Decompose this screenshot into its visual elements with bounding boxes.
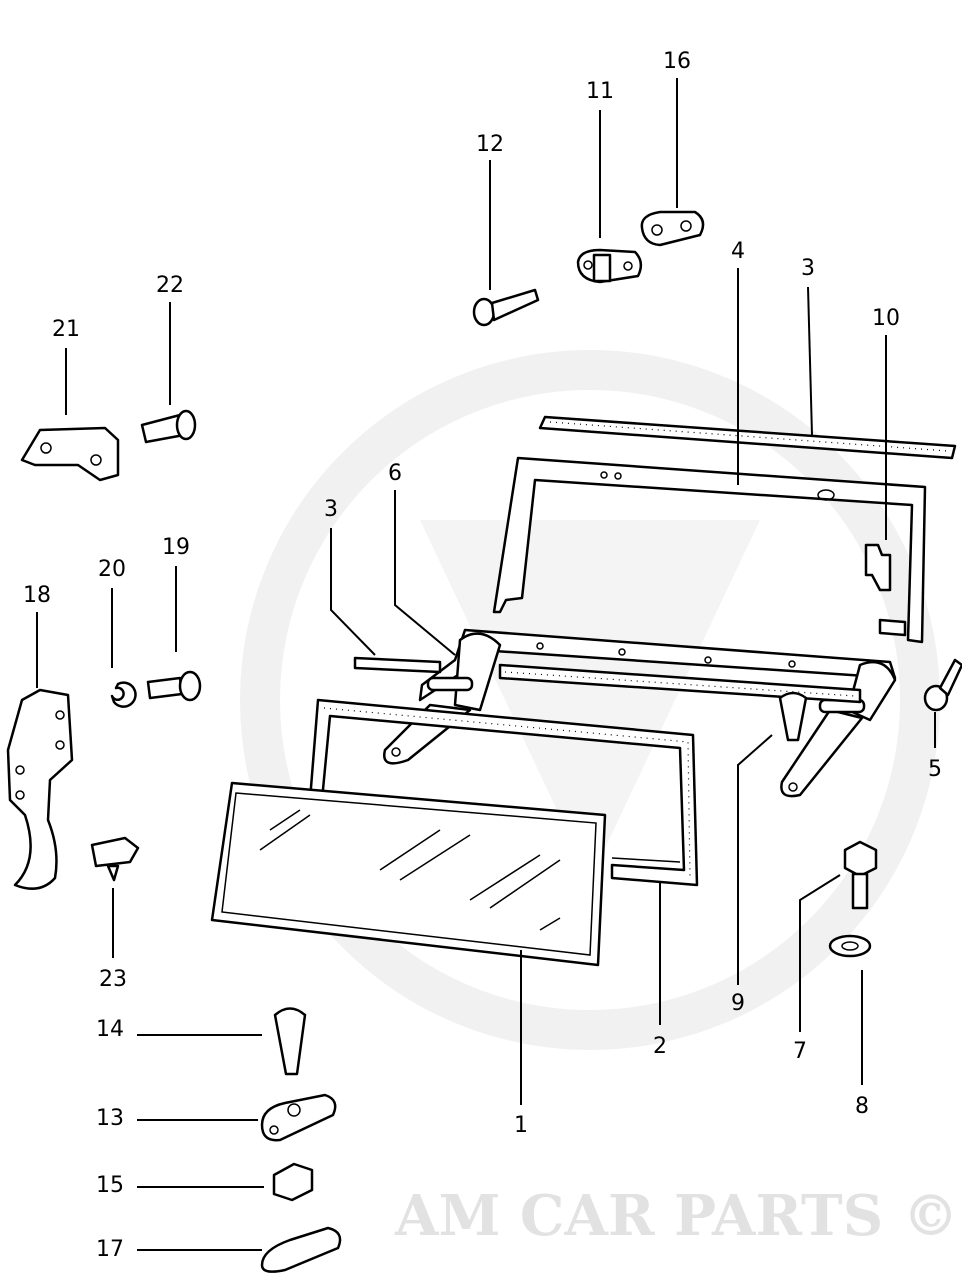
- callout-10: 10: [872, 306, 900, 331]
- callout-16: 16: [663, 49, 691, 74]
- callout-19: 19: [162, 535, 190, 560]
- callout-20: 20: [98, 557, 126, 582]
- part-14-screw: [273, 1007, 307, 1076]
- callout-5: 5: [928, 757, 942, 782]
- callout-1: 1: [514, 1113, 528, 1138]
- callout-18: 18: [23, 583, 51, 608]
- callout-7: 7: [793, 1039, 807, 1064]
- watermark-text: AM CAR PARTS ©: [394, 1183, 959, 1249]
- callout-13: 13: [96, 1106, 124, 1131]
- callout-15: 15: [96, 1173, 124, 1198]
- part-1-window-glass: [210, 781, 607, 967]
- callout-2: 2: [653, 1034, 667, 1059]
- part-13-bracket: [260, 1093, 337, 1142]
- part-18-latch: [6, 688, 74, 890]
- callout-22: 22: [156, 273, 184, 298]
- callout-4: 4: [731, 239, 745, 264]
- part-3-seal-strip-lower: [353, 656, 862, 704]
- part-22-screw: [140, 409, 197, 444]
- leader-lines: [36, 78, 936, 1251]
- part-12-screw: [472, 288, 540, 327]
- part-9-screw: [778, 691, 808, 742]
- part-10-clip: [864, 543, 892, 592]
- callout-14: 14: [96, 1017, 124, 1042]
- part-5-screw: [923, 658, 962, 712]
- callout-11: 11: [586, 79, 614, 104]
- callout-17: 17: [96, 1237, 124, 1262]
- part-16-pad: [640, 210, 705, 247]
- callout-3-left: 3: [324, 497, 338, 522]
- part-20-circlip: [110, 681, 137, 708]
- part-15-pad: [272, 1162, 314, 1202]
- part-17-strip: [260, 1226, 342, 1273]
- callout-12: 12: [476, 132, 504, 157]
- callout-3-top: 3: [801, 256, 815, 281]
- part-19-screw: [146, 670, 202, 702]
- part-8-washer: [828, 934, 872, 958]
- watermark-emblem: [240, 350, 940, 1050]
- part-23-clip: [90, 836, 140, 882]
- part-21-bracket: [20, 426, 120, 482]
- callout-6: 6: [388, 461, 402, 486]
- callout-labels: 16 11 12 4 3 10 21 22 6 3 20 19 18 5 9 7…: [23, 49, 942, 1262]
- part-3-seal-strip-top: [538, 415, 957, 460]
- callout-23: 23: [99, 967, 127, 992]
- part-4-window-frame: [492, 456, 927, 644]
- callout-8: 8: [855, 1094, 869, 1119]
- part-6-hinge-bar: [383, 628, 897, 798]
- callout-9: 9: [731, 991, 745, 1016]
- callout-21: 21: [52, 317, 80, 342]
- part-11-bracket: [576, 248, 643, 284]
- part-7-bolt: [843, 840, 878, 910]
